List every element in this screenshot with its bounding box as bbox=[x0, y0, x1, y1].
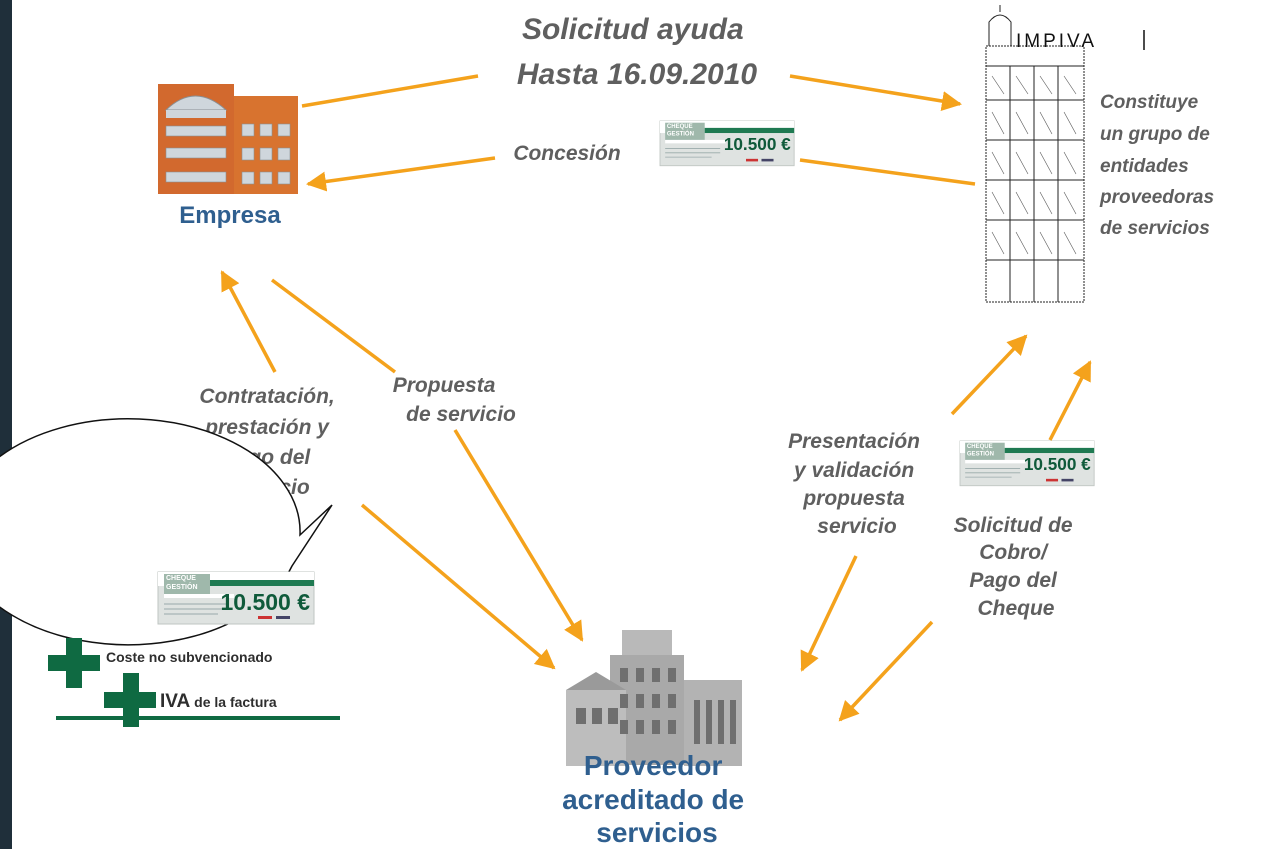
cheque-title: CHEQUE bbox=[667, 124, 693, 130]
impiva-desc-line: de servicios bbox=[1100, 218, 1210, 239]
arrow-presentacion-to-impiva bbox=[950, 334, 1028, 416]
label-presentacion: Presentación y validación propuesta serv… bbox=[788, 430, 926, 538]
arrow-contratacion-to-empresa bbox=[220, 270, 277, 373]
cobro-line: Pago del bbox=[969, 569, 1058, 592]
arrow-solicitud-to-impiva bbox=[789, 74, 962, 111]
cheque-title: CHEQUE bbox=[967, 444, 993, 450]
bubble-sum-line bbox=[56, 716, 340, 720]
plus-icon bbox=[104, 673, 156, 727]
propuesta-line: Propuesta bbox=[393, 374, 496, 397]
arrow-propuesta-to-proveedor bbox=[453, 429, 584, 642]
empresa-label: Empresa bbox=[179, 202, 281, 229]
cobro-line: Cobro/ bbox=[979, 541, 1049, 564]
cheque-title: GESTIÓN bbox=[166, 582, 198, 591]
label-concesion: Concesión bbox=[513, 142, 620, 165]
cheque-concesion: CHEQUE GESTIÓN 10.500 € bbox=[659, 120, 795, 167]
proveedor-label-line: acreditado de bbox=[562, 784, 744, 815]
cheque-cobro: CHEQUE GESTIÓN 10.500 € bbox=[959, 440, 1095, 487]
title-line: Hasta 16.09.2010 bbox=[517, 58, 758, 91]
contratacion-line: Contratación, bbox=[199, 385, 334, 408]
proveedor-building-icon bbox=[566, 630, 742, 766]
speech-bubble: CHEQUE GESTIÓN 10.500 € Coste no subvenc… bbox=[0, 418, 340, 727]
impiva-desc-line: Constituye bbox=[1100, 92, 1199, 113]
arrow-propuesta-start bbox=[270, 278, 397, 374]
cheque-bubble: CHEQUE GESTIÓN 10.500 € bbox=[157, 571, 315, 625]
propuesta-line: de servicio bbox=[406, 403, 516, 426]
impiva-desc-line: un grupo de bbox=[1100, 124, 1210, 145]
presentacion-line: y validación bbox=[793, 459, 914, 482]
arrow-concesion-start bbox=[799, 158, 976, 186]
cheque-amount: 10.500 € bbox=[220, 589, 310, 615]
arrow-cobro-to-impiva bbox=[1048, 360, 1092, 441]
title-line: Solicitud ayuda bbox=[522, 13, 744, 46]
arrow-cobro-to-proveedor bbox=[838, 620, 934, 722]
proveedor-label-line: servicios bbox=[596, 817, 717, 848]
cheque-amount: 10.500 € bbox=[1024, 454, 1091, 474]
cobro-line: Solicitud de bbox=[954, 514, 1073, 537]
impiva-building-icon bbox=[985, 5, 1085, 303]
arrow-concesion-to-empresa bbox=[306, 156, 496, 192]
cobro-line: Cheque bbox=[977, 597, 1054, 620]
arrow-presentacion-to-proveedor bbox=[800, 555, 858, 672]
left-frame-bar bbox=[0, 0, 12, 849]
presentacion-line: servicio bbox=[817, 515, 897, 538]
label-propuesta: Propuesta de servicio bbox=[393, 374, 516, 426]
cheque-title: CHEQUE bbox=[166, 575, 196, 582]
cheque-title: GESTIÓN bbox=[667, 130, 694, 138]
diagram-title: Solicitud ayuda Hasta 16.09.2010 bbox=[517, 13, 758, 91]
impiva-logo-text: IMPIVA bbox=[1016, 31, 1097, 52]
presentacion-line: Presentación bbox=[788, 430, 920, 453]
cheque-title: GESTIÓN bbox=[967, 450, 994, 458]
contratacion-line: prestación y bbox=[204, 416, 330, 439]
empresa-building-icon bbox=[158, 84, 298, 194]
plus-icon bbox=[48, 638, 100, 688]
arrow-contratacion-to-proveedor bbox=[360, 503, 556, 670]
bubble-item-iva: IVA de la factura bbox=[160, 691, 277, 712]
impiva-desc-line: entidades bbox=[1100, 156, 1189, 177]
impiva-desc-line: proveedoras bbox=[1099, 187, 1214, 208]
proveedor-label: Proveedor acreditado de servicios bbox=[562, 750, 752, 848]
label-solicitud-cobro: Solicitud de Cobro/ Pago del Cheque bbox=[954, 514, 1079, 620]
bubble-iva-strong: IVA bbox=[160, 691, 191, 712]
proveedor-label-line: Proveedor bbox=[584, 750, 723, 781]
presentacion-line: propuesta bbox=[802, 487, 905, 510]
bubble-iva-rest: de la factura bbox=[190, 694, 277, 710]
impiva-description: Constituye un grupo de entidades proveed… bbox=[1099, 92, 1219, 239]
cheque-amount: 10.500 € bbox=[724, 134, 791, 154]
bubble-item-coste: Coste no subvencionado bbox=[106, 649, 272, 665]
flow-arrows bbox=[220, 74, 1092, 722]
arrow-solicitud-start bbox=[301, 74, 479, 108]
